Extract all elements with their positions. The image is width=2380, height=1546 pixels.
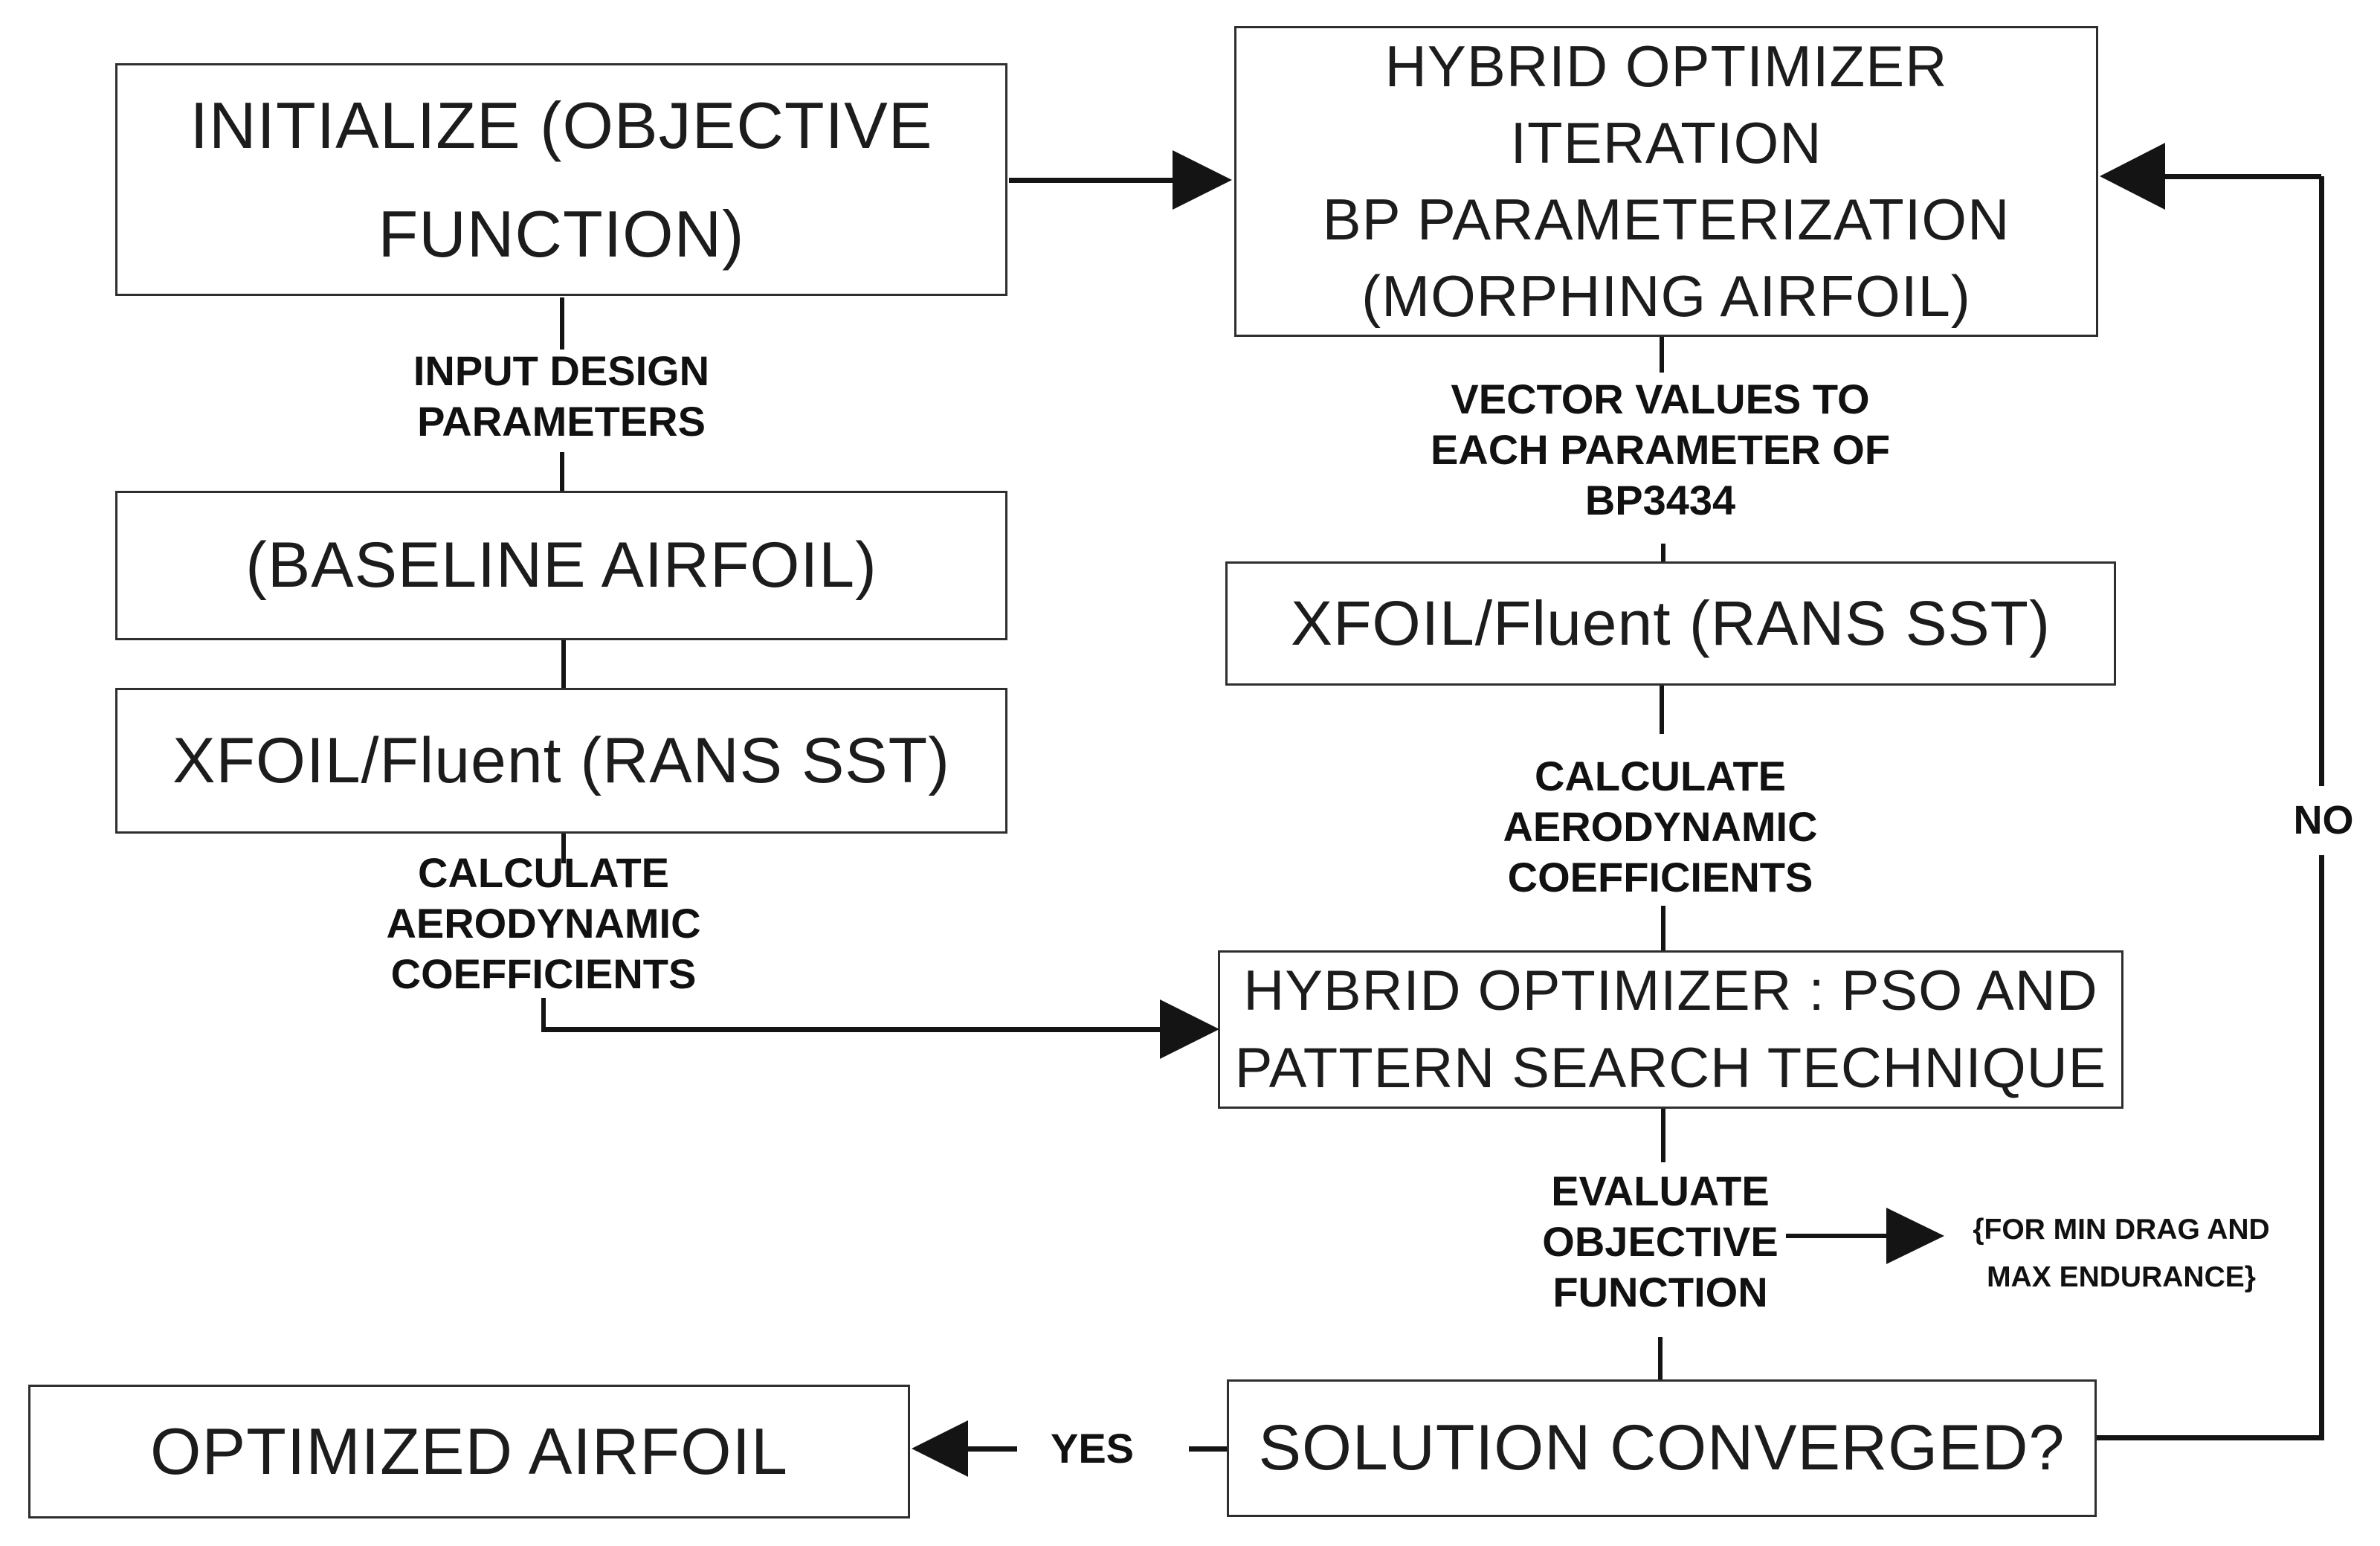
node-xfoil-fluent-left: XFOIL/Fluent (RANS SST) [115,688,1007,834]
annotation-line: MAX ENDURANCE} [1987,1261,2256,1293]
node-text-line: PATTERN SEARCH TECHNIQUE [1234,1036,2107,1100]
edge-label-evaluate-objective-function: EVALUATE OBJECTIVE FUNCTION [1437,1166,1883,1318]
edge-label-line: EACH PARAMETER OF [1430,426,1891,473]
connector-no-bottom-horizontal [2097,1435,2324,1440]
connector-hybrid-down-tick [1660,335,1664,373]
edge-label-line: COEFFICIENTS [390,950,697,997]
node-text-line: SOLUTION CONVERGED? [1258,1412,2065,1484]
connector-evaluate-to-note [1786,1234,1890,1238]
edge-label-line: EVALUATE [1551,1167,1770,1214]
arrowhead-into-note [1886,1208,1944,1264]
annotation-line: {FOR MIN DRAG AND [1973,1214,2270,1246]
connector-xfoil-left-down-tick [561,832,566,863]
node-text-line: XFOIL/Fluent (RANS SST) [1291,588,2051,658]
node-text-line: BP PARAMETERIZATION [1322,187,2010,252]
connector-no-vertical-upper [2319,176,2324,786]
node-text-line: OPTIMIZED AIRFOIL [150,1414,788,1488]
connector-no-vertical-lower [2319,855,2324,1440]
edge-label-line: INPUT DESIGN [413,347,710,394]
edge-label-calculate-aero-left: CALCULATE AERODYNAMIC COEFFICIENTS [283,848,804,999]
connector-pso-to-evaluate [1661,1107,1665,1162]
node-initialize-objective-function: INITIALIZE (OBJECTIVE FUNCTION) [115,63,1007,296]
node-optimized-airfoil: OPTIMIZED AIRFOIL [28,1385,910,1518]
node-hybrid-optimizer-iteration: HYBRID OPTIMIZER ITERATION BP PARAMETERI… [1234,26,2098,337]
arrowhead-no-into-hybrid-optimizer [2100,143,2165,210]
edge-label-line: PARAMETERS [417,398,706,445]
node-text-line: INITIALIZE (OBJECTIVE [190,88,933,162]
edge-label-no: NO [2293,798,2354,843]
node-text-line: ITERATION [1510,110,1822,175]
node-pso-pattern-search: HYBRID OPTIMIZER : PSO AND PATTERN SEARC… [1218,950,2123,1109]
node-text-line: FUNCTION) [378,196,745,271]
connector-into-xfoil-right-tick [1661,544,1665,563]
node-baseline-airfoil: (BASELINE AIRFOIL) [115,491,1007,640]
edge-label-line: COEFFICIENTS [1507,854,1813,901]
node-text-line: HYBRID OPTIMIZER : PSO AND [1243,959,2098,1022]
edge-label-vector-values: VECTOR VALUES TO EACH PARAMETER OF BP343… [1400,374,1921,526]
edge-label-yes: YES [1050,1425,1135,1472]
connector-left-to-pso-horizontal [541,1027,1161,1032]
connector-baseline-to-xfoil [561,639,566,689]
connector-yes-right-dash [1189,1446,1230,1452]
edge-label-line: VECTOR VALUES TO [1451,376,1870,422]
node-solution-converged: SOLUTION CONVERGED? [1227,1379,2097,1517]
edge-label-line: OBJECTIVE [1542,1218,1778,1265]
node-xfoil-fluent-right: XFOIL/Fluent (RANS SST) [1225,561,2116,686]
node-text-line: HYBRID OPTIMIZER [1384,33,1948,99]
node-text-line: (BASELINE AIRFOIL) [245,529,877,601]
arrowhead-into-pso-box [1160,999,1219,1059]
edge-label-line: CALCULATE [1534,753,1787,799]
connector-initialize-to-hybrid [1009,178,1173,183]
edge-label-calculate-aero-right: CALCULATE AERODYNAMIC COEFFICIENTS [1400,751,1921,903]
connector-initialize-down-tick [560,297,564,350]
node-text-line: (MORPHING AIRFOIL) [1361,263,1971,329]
node-text-line: XFOIL/Fluent (RANS SST) [172,724,950,796]
connector-xfoil-right-down [1660,684,1664,734]
edge-label-line: AERODYNAMIC [386,900,701,947]
connector-into-baseline-tick [560,452,564,492]
connector-no-top-horizontal [2164,174,2321,179]
edge-label-line: CALCULATE [417,849,670,896]
edge-label-line: BP3434 [1584,477,1736,524]
edge-label-input-design-parameters: INPUT DESIGN PARAMETERS [301,346,822,447]
connector-left-elbow-vertical [541,998,546,1031]
edge-label-line: AERODYNAMIC [1503,803,1818,850]
edge-label-line: FUNCTION [1552,1269,1768,1315]
connector-yes-left-segment [967,1446,1017,1452]
annotation-min-drag-max-endurance: {FOR MIN DRAG AND MAX ENDURANCE} [1939,1206,2303,1301]
connector-evaluate-to-converged [1658,1337,1663,1381]
arrowhead-yes-into-optimized-airfoil [912,1420,968,1477]
arrowhead-into-hybrid-optimizer [1173,150,1232,210]
connector-into-pso-vertical [1661,906,1665,952]
